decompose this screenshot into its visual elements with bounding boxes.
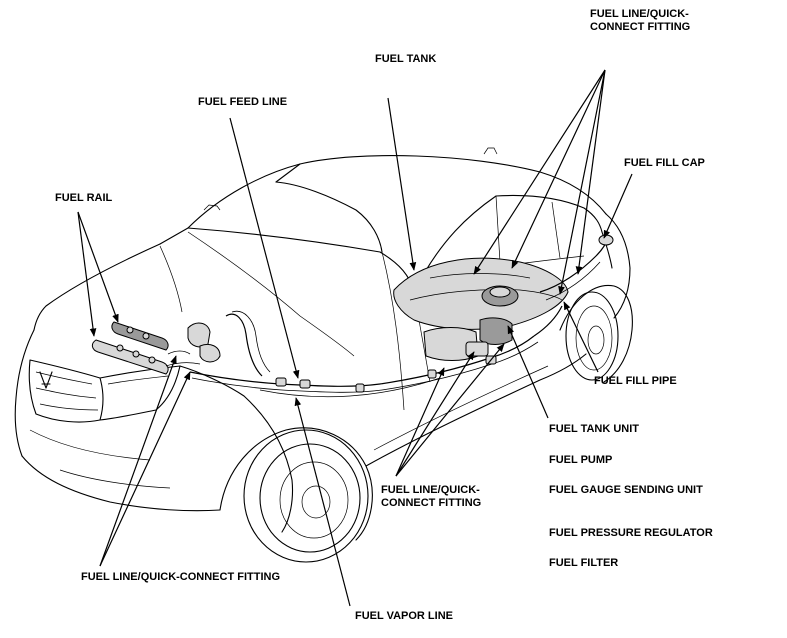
leader-lines	[77, 69, 633, 607]
label-fuel-line-bottom: FUEL LINE/QUICK-CONNECT FITTING	[81, 571, 281, 583]
label-fuel-line-top: FUEL LINE/QUICK- CONNECT FITTING	[590, 8, 691, 33]
fuel-lines	[189, 305, 563, 398]
label-fuel-gauge-sending-unit: FUEL GAUGE SENDING UNIT	[549, 484, 703, 496]
fuel-rail-assembly	[91, 321, 221, 375]
label-fuel-rail: FUEL RAIL	[55, 192, 113, 204]
label-fuel-pressure-regulator: FUEL PRESSURE REGULATOR	[549, 527, 713, 539]
label-fuel-tank: FUEL TANK	[375, 53, 437, 65]
label-fuel-fill-pipe: FUEL FILL PIPE	[594, 375, 677, 387]
label-fuel-vapor-line: FUEL VAPOR LINE	[355, 610, 453, 622]
label-fuel-line-middle: FUEL LINE/QUICK- CONNECT FITTING	[381, 484, 482, 509]
fuel-tank	[393, 234, 614, 330]
label-fuel-pump: FUEL PUMP	[549, 454, 613, 466]
label-fuel-filter: FUEL FILTER	[549, 557, 619, 569]
label-fuel-tank-unit: FUEL TANK UNIT	[549, 423, 640, 435]
car-body	[14, 147, 633, 563]
label-fuel-feed-line: FUEL FEED LINE	[198, 96, 288, 108]
label-fuel-fill-cap: FUEL FILL CAP	[624, 157, 705, 169]
